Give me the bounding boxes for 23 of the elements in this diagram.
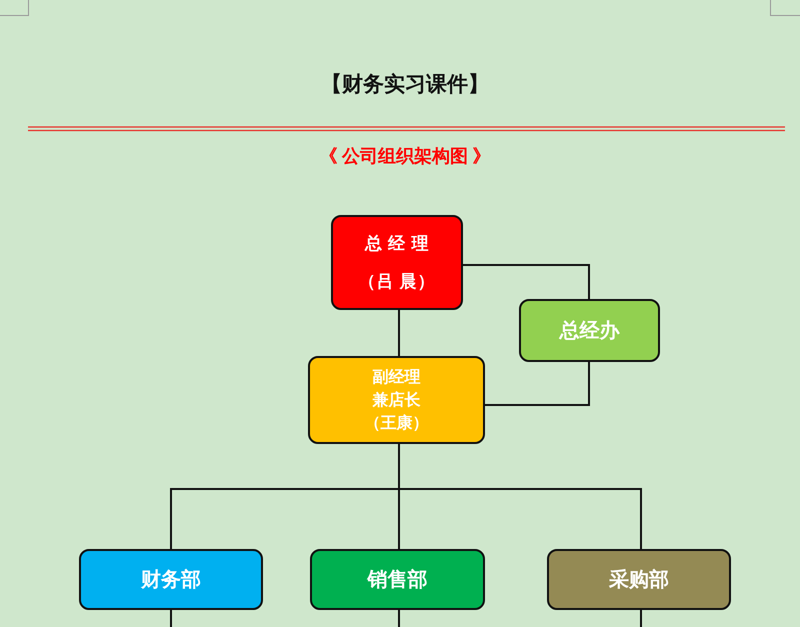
connector-line (398, 610, 400, 627)
connector-line (170, 610, 172, 627)
name-label: （王康） (364, 413, 428, 434)
org-box (310, 549, 485, 610)
connector-line (398, 444, 642, 549)
org-box (519, 299, 660, 362)
department-label: 采购部 (609, 568, 669, 593)
org-box (331, 215, 463, 310)
connector-line (640, 610, 642, 627)
connector-line (463, 264, 590, 299)
org-box (547, 549, 731, 610)
role-label: 副经理兼店长 (372, 368, 422, 410)
chart-heading: 《 公司组织架构图 》 (320, 145, 490, 168)
connector-line (485, 362, 590, 406)
org-box (308, 356, 485, 444)
connector-line (398, 310, 400, 356)
department-label: 财务部 (141, 568, 201, 593)
subtitle: 【财务实习课件】 (321, 71, 489, 98)
role-label: 总 经 理 (364, 233, 430, 255)
department-label: 总经办 (560, 319, 620, 344)
department-label: 销售部 (368, 568, 428, 593)
org-box (79, 549, 263, 610)
name-label: （吕 晨） (358, 271, 436, 293)
